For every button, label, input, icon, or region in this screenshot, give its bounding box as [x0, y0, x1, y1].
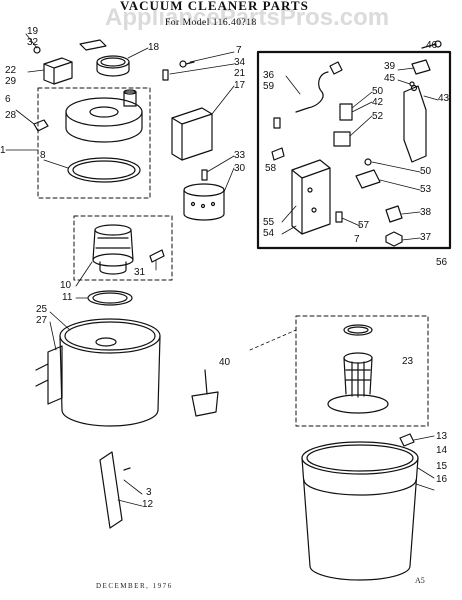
- callout-45: 45: [384, 73, 396, 84]
- callout-23: 23: [402, 356, 414, 367]
- switch-assembly-parts: [271, 40, 442, 247]
- footer-code: A5: [415, 576, 425, 585]
- callout-54: 54: [263, 228, 275, 239]
- group-boxes: [37, 87, 173, 281]
- group-box-top-cover: [37, 87, 151, 199]
- callout-33: 33: [234, 150, 246, 161]
- callout-34: 34: [234, 57, 246, 68]
- callout-32: 32: [27, 37, 39, 48]
- tank-top: [35, 290, 219, 529]
- callout-28: 28: [5, 110, 17, 121]
- filter-parts: [162, 60, 225, 221]
- callout-1: 1: [0, 145, 6, 156]
- callout-59: 59: [263, 81, 275, 92]
- callout-7-lower: 7: [354, 234, 360, 245]
- callout-21: 21: [234, 68, 246, 79]
- callout-15: 15: [436, 461, 448, 472]
- callout-39: 39: [384, 61, 396, 72]
- callout-40: 40: [219, 357, 231, 368]
- group-box-filter: [295, 315, 429, 427]
- callout-42: 42: [372, 97, 384, 108]
- callout-50-upper: 50: [372, 86, 384, 97]
- callout-53: 53: [420, 184, 432, 195]
- callout-57: 57: [358, 220, 370, 231]
- callout-50-lower: 50: [420, 166, 432, 177]
- footer-date: DECEMBER, 1976: [96, 582, 173, 590]
- motor-assembly: [92, 224, 165, 275]
- model-number: For Model 116.40?18: [165, 18, 257, 28]
- callout-43: 43: [438, 93, 450, 104]
- callout-6: 6: [5, 94, 11, 105]
- callout-10: 10: [60, 280, 72, 291]
- watermark: AppliancePartsPros.com: [105, 4, 390, 31]
- callout-13: 13: [436, 431, 448, 442]
- callout-38: 38: [420, 207, 432, 218]
- callout-58: 58: [265, 163, 277, 174]
- callout-29: 29: [5, 76, 17, 87]
- callout-37: 37: [420, 232, 432, 243]
- callout-36: 36: [263, 70, 275, 81]
- callout-52: 52: [372, 111, 384, 122]
- callout-27: 27: [36, 315, 48, 326]
- callout-25: 25: [36, 304, 48, 315]
- callout-30: 30: [234, 163, 246, 174]
- callout-31: 31: [134, 267, 146, 278]
- group-box-switch-assembly: [256, 50, 452, 250]
- callout-17: 17: [234, 80, 246, 91]
- top-cover-assembly: [33, 39, 143, 183]
- diagram-title: VACUUM CLEANER PARTS: [120, 0, 309, 13]
- callout-7-upper: 7: [236, 45, 242, 56]
- callout-14: 14: [436, 445, 448, 456]
- lower-right-tank: [249, 315, 429, 581]
- callout-12: 12: [142, 499, 154, 510]
- callout-22: 22: [5, 65, 17, 76]
- callout-11: 11: [62, 292, 73, 303]
- callout-18: 18: [148, 42, 160, 53]
- callout-16: 16: [436, 474, 448, 485]
- callout-56: 56: [436, 257, 448, 268]
- callout-19: 19: [27, 26, 39, 37]
- callout-55: 55: [263, 217, 275, 228]
- callout-3: 3: [146, 487, 152, 498]
- leader-lines: [5, 33, 439, 507]
- group-box-motor: [73, 215, 173, 281]
- callout-46: 46: [426, 40, 438, 51]
- callout-8: 8: [40, 150, 46, 161]
